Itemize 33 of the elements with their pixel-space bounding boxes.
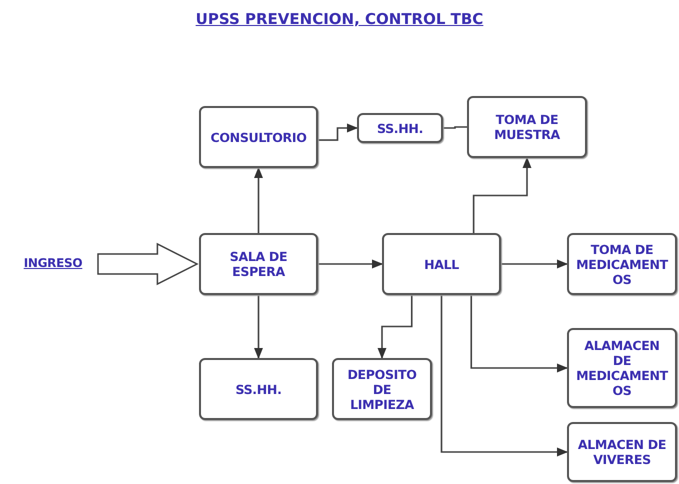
room-label: TOMA DE MEDICAMENTOS [575, 242, 669, 286]
room-label: HALL [424, 256, 459, 272]
room-box [382, 233, 501, 295]
room-box [567, 233, 677, 295]
room-label: DEPOSITO DE LIMPIEZA [346, 366, 418, 412]
connector-line [443, 126, 467, 129]
arrow [470, 295, 568, 372]
room-box [567, 422, 677, 482]
room-label: CONSULTORIO [210, 130, 307, 144]
room-label: ALAMACEN DE MEDICAMENTOS [575, 338, 669, 398]
room-box [467, 96, 587, 158]
room-label: ALMACEN DE VIVERES [576, 437, 668, 467]
arrow [318, 260, 384, 268]
block-arrow [97, 242, 199, 286]
room-box [567, 328, 677, 408]
entry-label: INGRESO [24, 256, 82, 270]
room-box [199, 106, 318, 168]
room-box [332, 358, 432, 420]
arrow [318, 124, 358, 141]
arrow [501, 260, 568, 268]
arrow [472, 156, 532, 233]
arrow [440, 295, 568, 456]
arrow [254, 295, 263, 360]
room-label: SS.HH. [235, 382, 282, 396]
room-box [357, 113, 443, 143]
room-box [199, 233, 318, 295]
room-label: TOMA DE MUESTRA [493, 112, 561, 142]
arrow [254, 166, 263, 233]
arrow [378, 295, 413, 360]
diagram-title: UPSS PREVENCION, CONTROL TBC [194, 10, 484, 28]
room-label: SALA DE ESPERA [228, 249, 288, 279]
room-box [199, 358, 318, 420]
room-label: SS.HH. [376, 120, 424, 136]
